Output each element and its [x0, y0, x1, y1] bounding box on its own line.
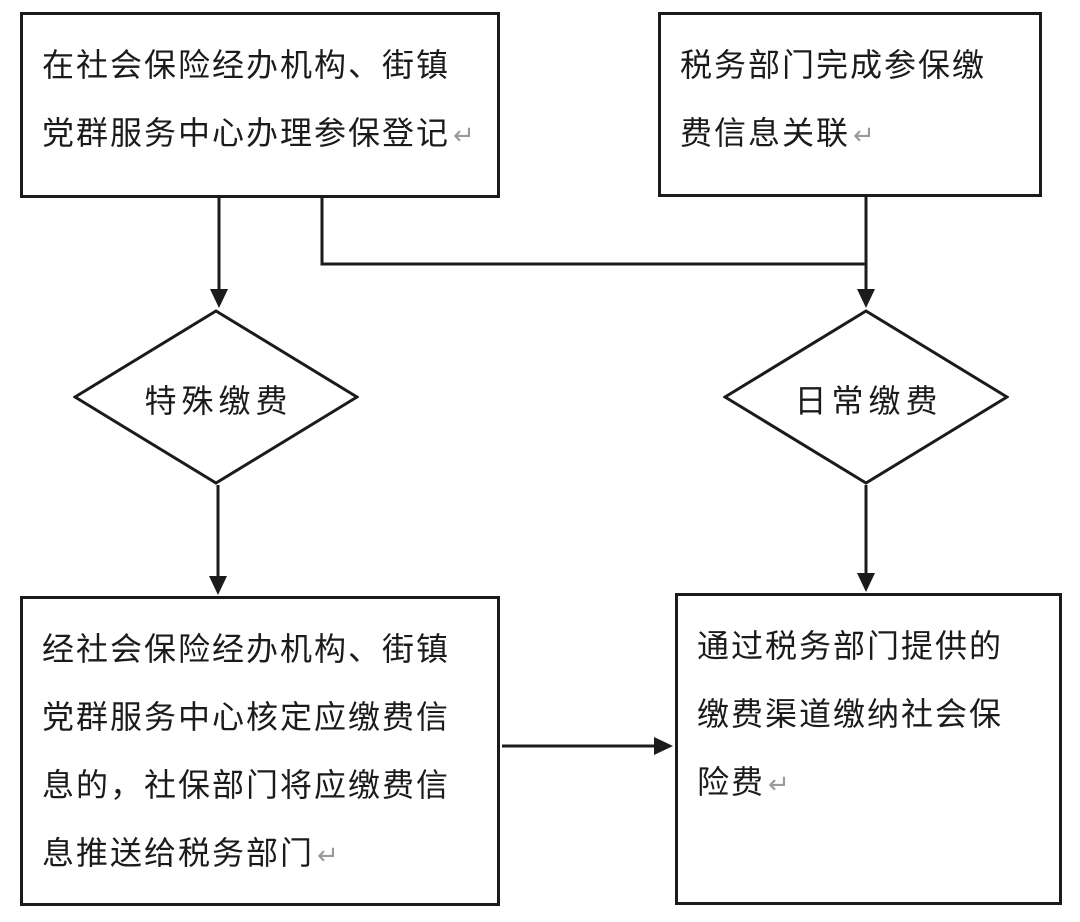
edge-taxlink-daily-arrowhead — [857, 289, 875, 308]
edge-verify-pay-arrowhead — [654, 737, 673, 755]
node-register-box: 在社会保险经办机构、街镇 党群服务中心办理参保登记↵ — [20, 12, 500, 198]
text-line: 通过税务部门提供的 — [697, 628, 1004, 664]
edge-special-verify-arrowhead — [209, 576, 227, 595]
paragraph-return-icon: ↵ — [768, 769, 790, 799]
text-line: 税务部门完成参保缴 — [680, 47, 987, 83]
text-line: 党群服务中心办理参保登记↵ — [42, 115, 475, 151]
text-line: 缴费渠道缴纳社会保 — [697, 696, 1004, 732]
diamond-shape — [723, 309, 1009, 485]
text-line: 息的，社保部门将应缴费信 — [42, 767, 451, 803]
node-daily-payment-label: 日常缴费 — [794, 383, 943, 419]
node-pay-channel-text: 通过税务部门提供的 缴费渠道缴纳社会保 险费↵ — [678, 596, 1059, 818]
text-line: 费信息关联↵ — [680, 115, 875, 151]
node-verify-push-text: 经社会保险经办机构、街镇 党群服务中心核定应缴费信 息的，社保部门将应缴费信 息… — [23, 599, 497, 889]
node-special-payment-decision: 特殊缴费 — [73, 309, 359, 485]
text-line: 经社会保险经办机构、街镇 — [42, 631, 451, 667]
edge-daily-pay-arrowhead — [857, 573, 875, 592]
edge-register-special-arrowhead — [210, 289, 228, 308]
text-line: 党群服务中心核定应缴费信 — [42, 699, 451, 735]
node-register-text: 在社会保险经办机构、街镇 党群服务中心办理参保登记↵ — [23, 15, 497, 169]
text-line: 息推送给税务部门↵ — [42, 835, 339, 871]
paragraph-return-icon: ↵ — [453, 120, 475, 150]
diamond-shape — [73, 309, 359, 485]
node-daily-payment-decision: 日常缴费 — [723, 309, 1009, 485]
node-special-payment-label: 特殊缴费 — [144, 383, 293, 419]
text-line: 在社会保险经办机构、街镇 — [42, 47, 451, 83]
node-taxlink-text: 税务部门完成参保缴 费信息关联↵ — [661, 15, 1039, 169]
node-taxlink-box: 税务部门完成参保缴 费信息关联↵ — [658, 12, 1042, 197]
paragraph-return-icon: ↵ — [853, 120, 875, 150]
node-verify-push-box: 经社会保险经办机构、街镇 党群服务中心核定应缴费信 息的，社保部门将应缴费信 息… — [20, 596, 500, 906]
paragraph-return-icon: ↵ — [317, 840, 339, 870]
text-line: 险费↵ — [697, 764, 790, 800]
node-pay-channel-box: 通过税务部门提供的 缴费渠道缴纳社会保 险费↵ — [675, 593, 1062, 905]
edge-register-daily-elbow — [320, 198, 866, 266]
